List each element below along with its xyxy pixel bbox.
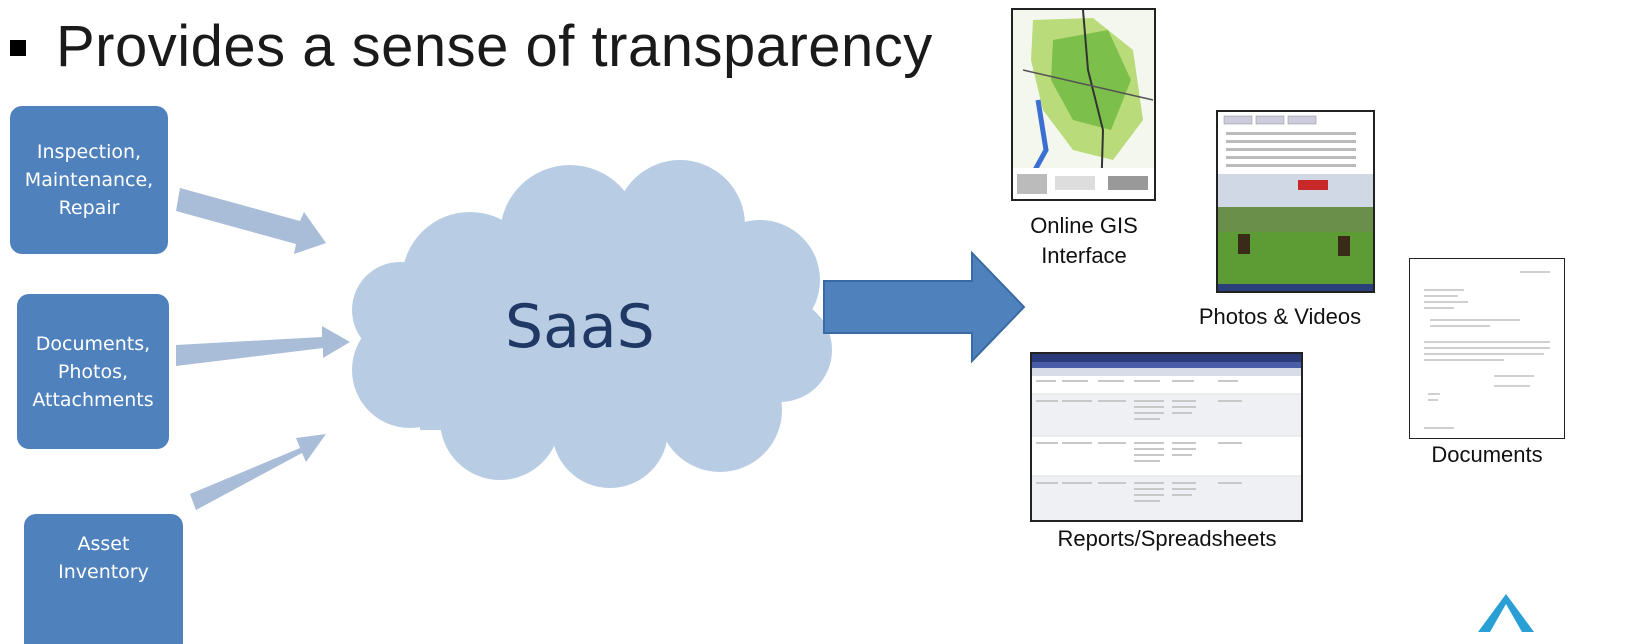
photos-thumbnail (1216, 110, 1375, 293)
input-arrows (176, 188, 350, 510)
report-spreadsheet-image (1032, 354, 1301, 520)
reports-thumbnail (1030, 352, 1303, 522)
caption-documents: Documents (1431, 442, 1543, 467)
caption-online-gis: Online GIS Interface (1030, 213, 1138, 268)
document-image (1410, 259, 1564, 438)
gis-map-thumbnail (1011, 8, 1156, 201)
saas-label: SaaS (505, 292, 655, 362)
gis-map-image (1013, 10, 1154, 199)
photo-image (1218, 112, 1373, 291)
input-box-label: Documents, Photos, Attachments (32, 332, 154, 411)
document-thumbnail (1409, 258, 1565, 439)
caption-reports-spreadsheets: Reports/Spreadsheets (1057, 526, 1277, 551)
input-box-asset-inventory: Asset Inventory (24, 514, 183, 644)
bullet-square-icon (10, 40, 26, 56)
input-box-inspection: Inspection, Maintenance, Repair (10, 106, 168, 254)
caption-photos-videos: Photos & Videos (1198, 304, 1362, 329)
slide-heading: Provides a sense of transparency (56, 13, 933, 79)
corner-logo-icon (1478, 594, 1534, 632)
output-arrow (823, 250, 1026, 364)
input-box-documents: Documents, Photos, Attachments (17, 294, 169, 449)
arrow-from-documents (176, 326, 350, 366)
input-box-label: Inspection, Maintenance, Repair (24, 141, 154, 219)
input-box-label: Asset Inventory (58, 533, 149, 583)
saas-cloud (352, 160, 832, 488)
arrow-from-inspection (176, 188, 326, 254)
heading-row: Provides a sense of transparency (10, 8, 933, 84)
arrow-from-asset-inventory (190, 434, 326, 510)
